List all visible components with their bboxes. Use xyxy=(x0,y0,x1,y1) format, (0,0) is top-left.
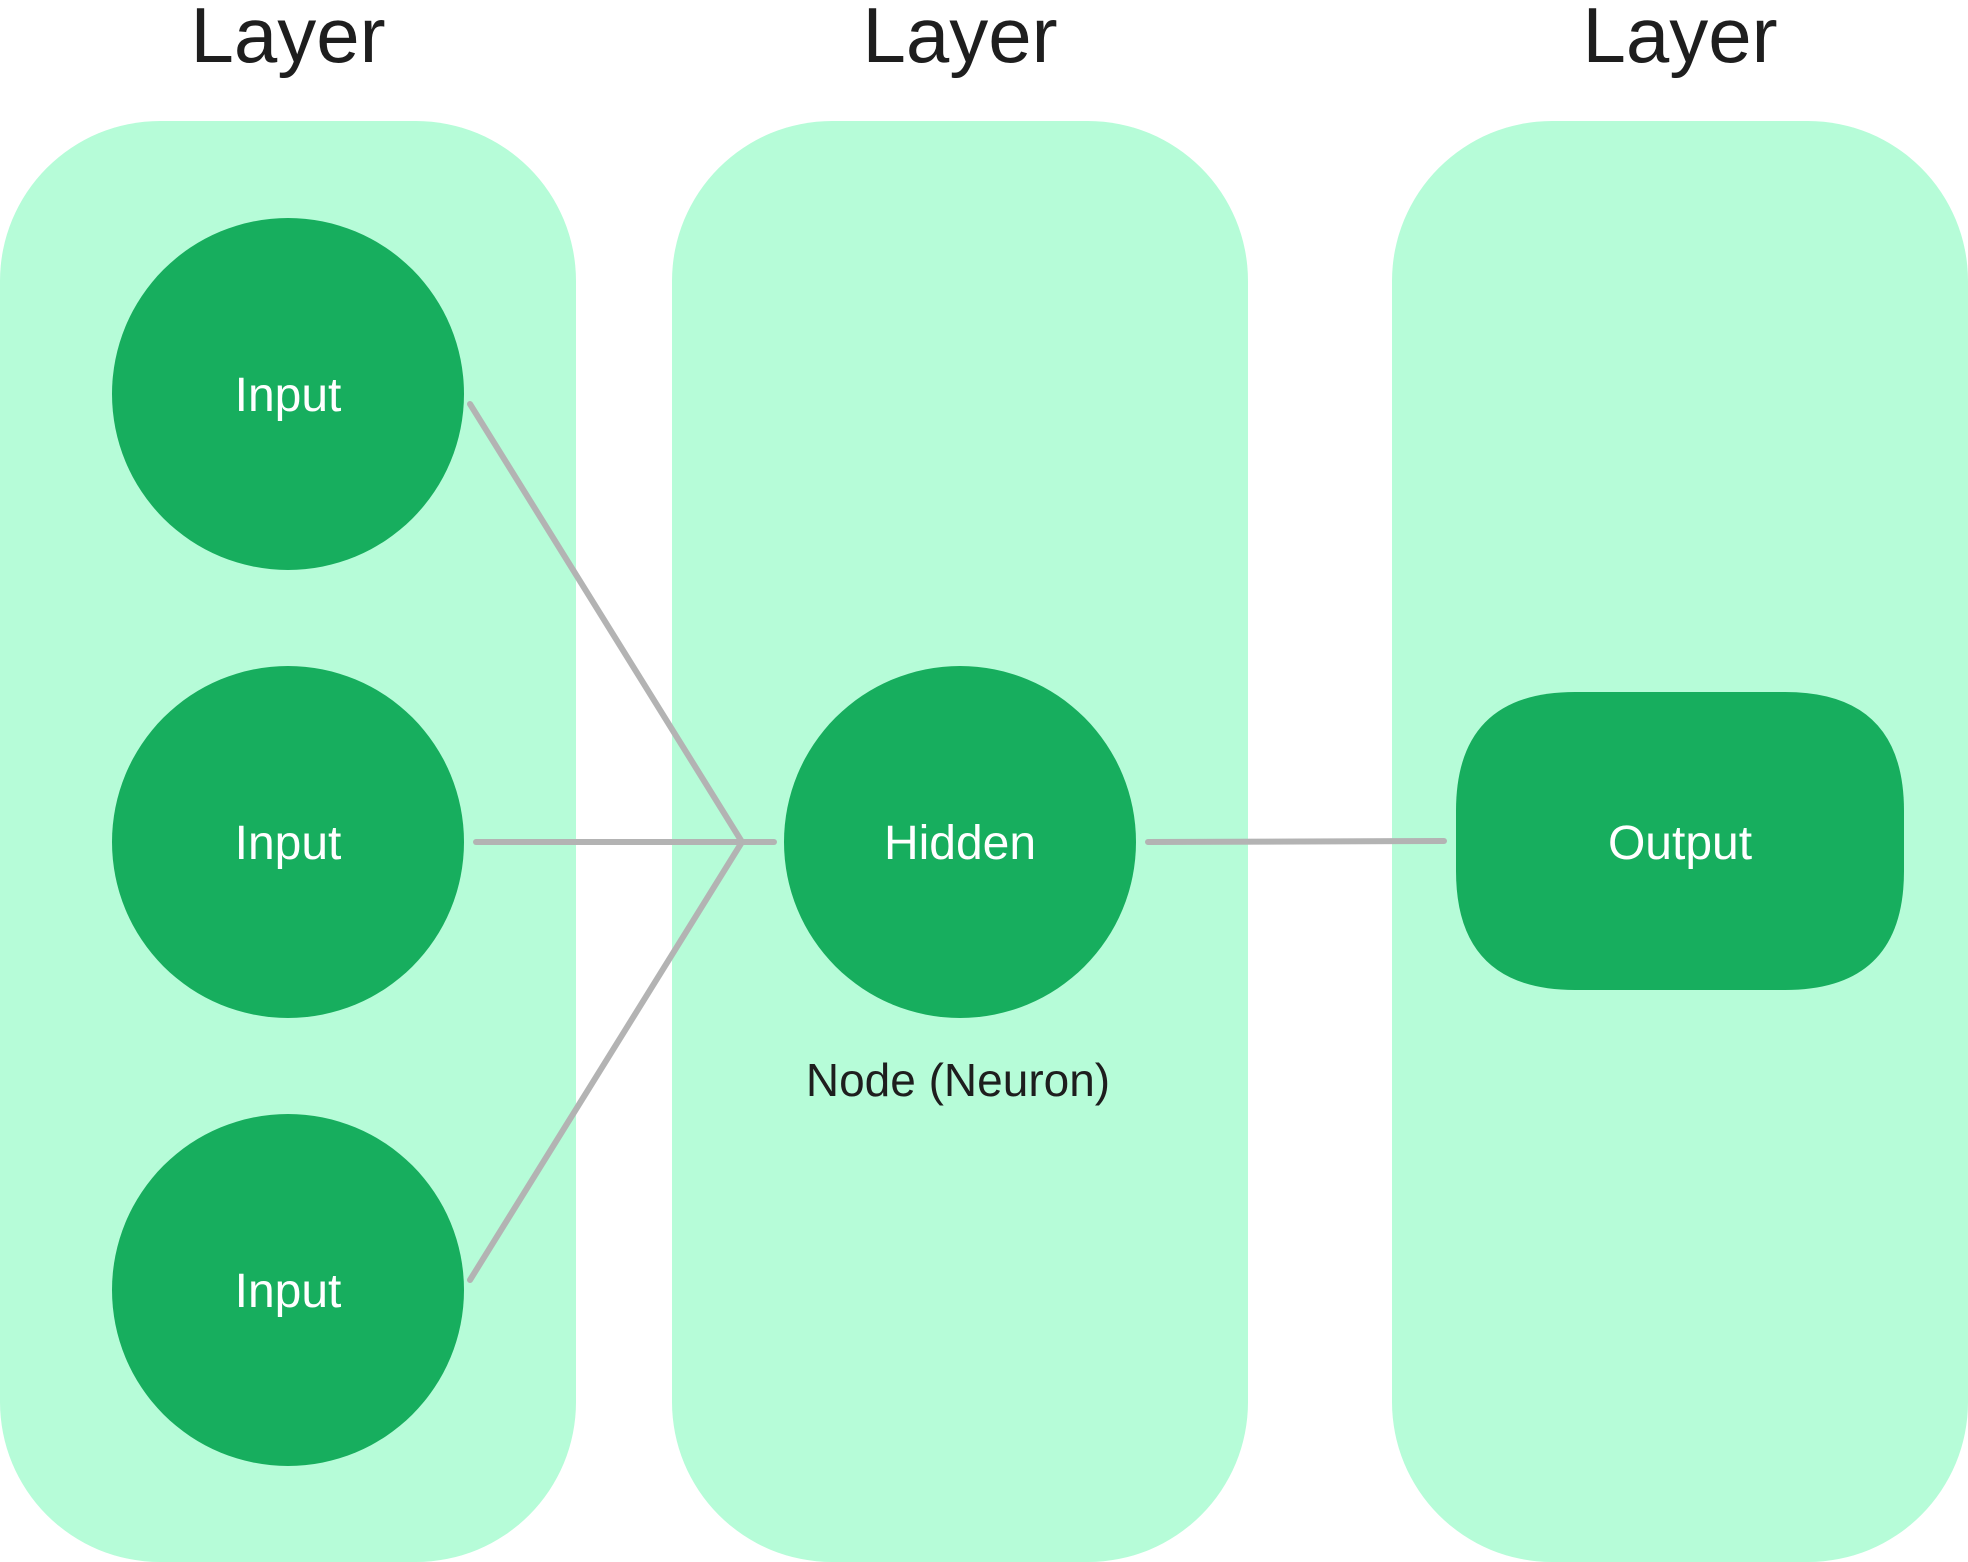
input-node-3: Input xyxy=(112,1114,464,1466)
connector-input-3-hidden xyxy=(467,839,745,1283)
output-node: Output xyxy=(1456,692,1904,990)
input-node-1-label: Input xyxy=(235,369,342,422)
hidden-node-label: Hidden xyxy=(884,817,1036,870)
connector-hidden-output xyxy=(1145,838,1447,845)
input-node-2-label: Input xyxy=(235,817,342,870)
connector-input-1-hidden xyxy=(467,401,745,845)
connectors xyxy=(467,401,1447,1283)
node-caption: Node (Neuron) xyxy=(806,1054,1110,1106)
output-node-label: Output xyxy=(1608,817,1752,870)
input-node-3-label: Input xyxy=(235,1265,342,1318)
layer-title-hidden: Layer xyxy=(862,0,1058,79)
layer-title-input: Layer xyxy=(190,0,386,79)
input-node-1: Input xyxy=(112,218,464,570)
hidden-node: Hidden xyxy=(784,666,1136,1018)
layer-title-output: Layer xyxy=(1582,0,1778,79)
input-node-2: Input xyxy=(112,666,464,1018)
